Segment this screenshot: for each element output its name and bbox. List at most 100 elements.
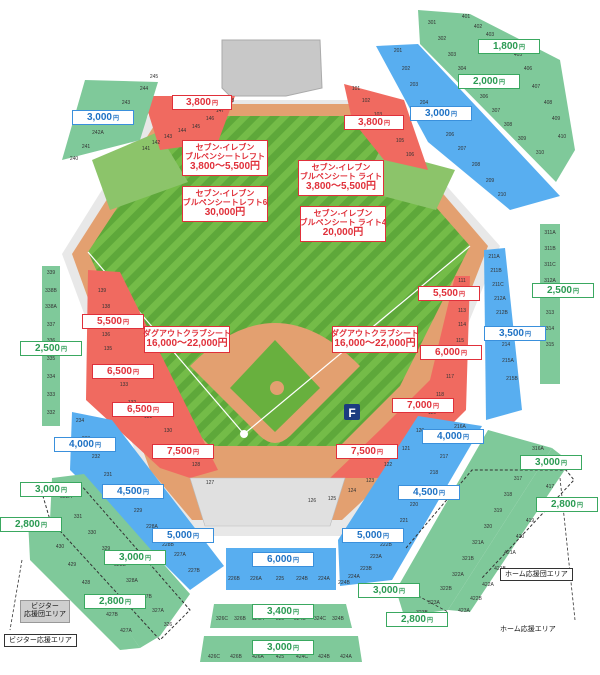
seat-block-blue [70, 412, 224, 590]
home-zone-leader [559, 477, 576, 621]
seat-block-number: 326B [234, 616, 246, 622]
seat-block-number: 226A [250, 576, 262, 582]
seat-block-number: 319 [494, 508, 503, 514]
seat-block-number: 328A [126, 578, 138, 584]
seat-block-number: 320 [484, 524, 493, 530]
seat-block-number: 117 [446, 374, 454, 380]
seat-block-number: 143 [164, 134, 173, 140]
seat-block-number: 201 [394, 48, 403, 54]
seat-block-number: 241 [82, 144, 91, 150]
pitchers-mound [270, 381, 284, 395]
seat-block-number: 304 [458, 66, 467, 72]
seat-block-number: 327A [152, 608, 164, 614]
seat-block-number: 240 [70, 156, 79, 162]
seat-block-number: 329 [102, 546, 111, 552]
seat-block-number: 106 [406, 152, 415, 158]
seat-block-number: 135 [104, 346, 113, 352]
seat-block-number: 316A [532, 446, 544, 452]
seat-block-number: 421A [504, 550, 516, 556]
seat-block-number: 142 [152, 140, 161, 146]
seat-block-number: 202 [402, 66, 411, 72]
seat-block-number: 310 [536, 150, 545, 156]
seat-block-number: 211A [488, 254, 500, 260]
seat-block-number: 403 [486, 32, 495, 38]
seat-block-number: 138 [102, 304, 111, 310]
seat-block-number: 406 [524, 66, 533, 72]
seat-block-number: 215B [506, 376, 518, 382]
seat-block-number: 244 [140, 86, 149, 92]
seat-block-number: 115 [456, 338, 464, 344]
seat-block-number: 231 [104, 472, 113, 478]
seat-block-number: 317 [514, 476, 523, 482]
seat-block-number: 245 [150, 74, 159, 80]
seat-block-number: 146 [206, 116, 215, 122]
seat-block-number: 226B [228, 576, 240, 582]
seat-block-number: 118 [436, 392, 444, 398]
seat-block-number: 209 [486, 178, 495, 184]
seat-block-number: 330 [88, 530, 97, 536]
seat-block-number: 133 [120, 382, 129, 388]
seat-block-number: 314 [546, 326, 555, 332]
seat-block-number: 102 [362, 98, 371, 104]
seat-block-number: 220 [410, 502, 419, 508]
team-logo-icon [344, 404, 360, 420]
seat-block-number: 105 [396, 138, 405, 144]
seat-block-number: 311A [544, 230, 556, 236]
seat-block-green [448, 448, 570, 612]
seat-block-number: 131 [144, 414, 153, 420]
seat-block-number: 422A [482, 582, 494, 588]
seat-block-number: 211B [490, 268, 502, 274]
seat-block-number: 427B [106, 612, 118, 618]
seat-block-number: 203 [410, 82, 419, 88]
seat-block-number: 223A [370, 554, 382, 560]
seat-block-number: 313 [546, 310, 555, 316]
seat-block-number: 217 [440, 454, 449, 460]
seat-block-number: 232 [92, 454, 101, 460]
seat-block-number: 214 [502, 342, 511, 348]
seat-block-number: 128 [192, 462, 201, 468]
seat-block-number: 124 [348, 488, 357, 494]
seat-block-number: 426A [252, 654, 264, 660]
seat-block-number: 322B [440, 586, 452, 592]
seat-block-number: 408 [544, 100, 553, 106]
seat-block-number: 302 [438, 36, 447, 42]
seat-block-number: 426C [208, 654, 220, 660]
seat-block-number: 210 [498, 192, 507, 198]
seat-block-number: 332A [60, 494, 72, 500]
seat-block-number: 136 [102, 332, 111, 338]
seat-block-number: 308 [504, 122, 513, 128]
seat-block-number: 301 [428, 20, 437, 26]
seat-block-number: 218 [430, 470, 439, 476]
seat-block-number: 327B [140, 594, 152, 600]
home-support-zone-outline [405, 469, 575, 579]
seat-block-number: 311B [544, 246, 556, 252]
seat-block-number: 407 [532, 84, 541, 90]
seat-block-number: 127 [206, 480, 215, 486]
seat-block-number: 337 [47, 322, 56, 328]
seat-block-number: 312A [544, 278, 556, 284]
visitor-zone-leader [9, 559, 23, 631]
seat-block-number: 212A [494, 296, 506, 302]
